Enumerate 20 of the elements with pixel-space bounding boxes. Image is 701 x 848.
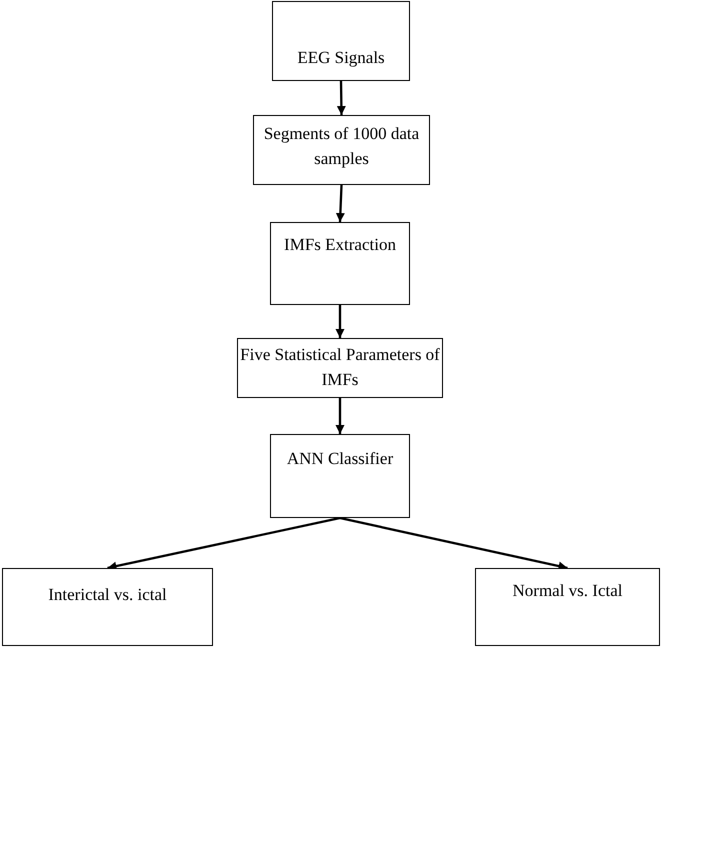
- arrow: [336, 305, 344, 338]
- process-box: [253, 115, 430, 185]
- box-label: Normal vs. Ictal: [512, 580, 624, 602]
- box-label: Segments of 1000 data samples: [262, 123, 420, 170]
- box-label: Five Statistical Parameters of IMFs: [239, 344, 441, 391]
- box-label: EEG Signals: [296, 47, 386, 69]
- process-box: [2, 568, 213, 646]
- process-box: [237, 338, 443, 398]
- process-box: [270, 222, 410, 305]
- box-label: ANN Classifier: [286, 448, 394, 470]
- arrow: [336, 398, 344, 434]
- arrow: [336, 184, 345, 222]
- box-label: IMFs Extraction: [283, 234, 397, 256]
- process-box: [272, 1, 410, 81]
- process-box: [270, 434, 410, 518]
- process-box: [475, 568, 660, 646]
- arrow: [107, 516, 340, 570]
- arrow: [340, 516, 568, 570]
- arrow: [336, 80, 346, 116]
- box-label: Interictal vs. ictal: [47, 584, 168, 606]
